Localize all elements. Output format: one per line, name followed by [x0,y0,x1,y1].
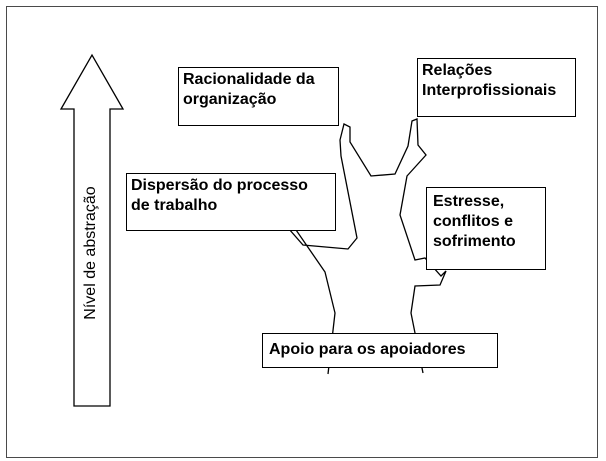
label-dispersao-line-1: Dispersão do processo [131,177,308,194]
label-relacoes: Relações Interprofissionais [417,58,576,117]
label-racionalidade-line-2: organização [183,91,277,108]
label-racionalidade-line-1: Racionalidade da [183,71,315,88]
label-estresse-line-2: conflitos e [433,213,514,230]
label-estresse-line-3: sofrimento [433,233,516,250]
tree-outline [287,118,447,375]
label-apoio: Apoio para os apoiadores [262,333,498,368]
label-relacoes-line-2: Interprofissionais [422,82,557,99]
label-apoio-line-1: Apoio para os apoiadores [269,341,466,358]
label-estresse: Estresse, conflitos e sofrimento [426,187,546,270]
label-estresse-line-1: Estresse, [433,193,505,210]
label-dispersao: Dispersão do processo de trabalho [126,173,336,231]
label-relacoes-line-1: Relações [422,62,493,79]
label-racionalidade: Racionalidade da organização [178,67,339,126]
abstraction-arrow [59,53,125,407]
label-dispersao-line-2: de trabalho [131,197,218,214]
abstraction-axis-label-text: Nível de abstração [82,186,99,320]
